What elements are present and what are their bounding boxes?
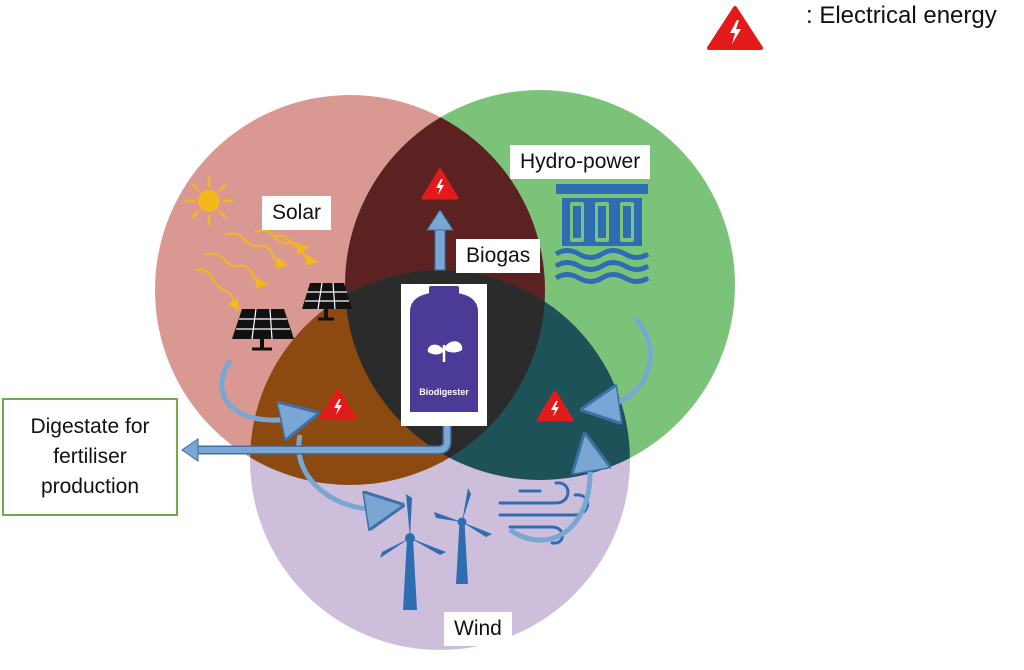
solar-to-solarwind-arrow [219, 358, 300, 420]
legend-text: : Electrical energy [806, 2, 997, 29]
solar-panel-icon [232, 308, 294, 351]
digestate-label: Digestate for fertiliser production [2, 398, 178, 516]
wind-turbine-icon [434, 488, 492, 584]
biodigester-icon: Biodigester [401, 284, 487, 426]
biodigester-label: Biodigester [419, 387, 469, 397]
wind-to-hydrowind-arrow [508, 452, 590, 543]
sun-rays [194, 229, 318, 311]
sprout-icon [427, 341, 463, 362]
flow-arrows [219, 316, 653, 543]
biogas-arrow [426, 209, 454, 271]
biogas-label: Biogas [456, 239, 541, 273]
wind-turbine-icon [380, 494, 446, 610]
electrical-hazard-icon [319, 388, 357, 420]
hydro-power-label: Hydro-power [510, 145, 651, 179]
wind-label: Wind [444, 612, 512, 646]
hydro-dam-icon [554, 184, 650, 284]
solar-panel-icon [302, 282, 352, 321]
electrical-hazard-icon [421, 168, 459, 200]
electrical-hazard-icon [707, 6, 763, 50]
hydro-to-hydrowind-arrow [600, 316, 653, 407]
solar-label: Solar [262, 196, 332, 230]
electrical-hazard-icon [536, 390, 574, 422]
sun-icon [184, 176, 234, 226]
digestate-arrow [181, 425, 452, 462]
